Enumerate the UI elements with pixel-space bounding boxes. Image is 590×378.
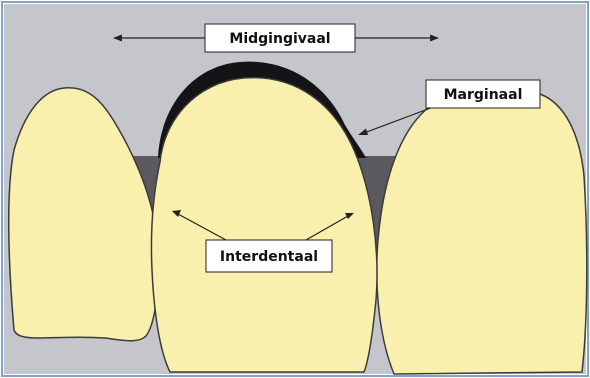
marginaal-label: Marginaal [444,87,523,103]
midgingivaal-label: Midgingivaal [229,31,330,47]
interdentaal-label: Interdentaal [220,249,318,265]
right-tooth [377,89,587,374]
